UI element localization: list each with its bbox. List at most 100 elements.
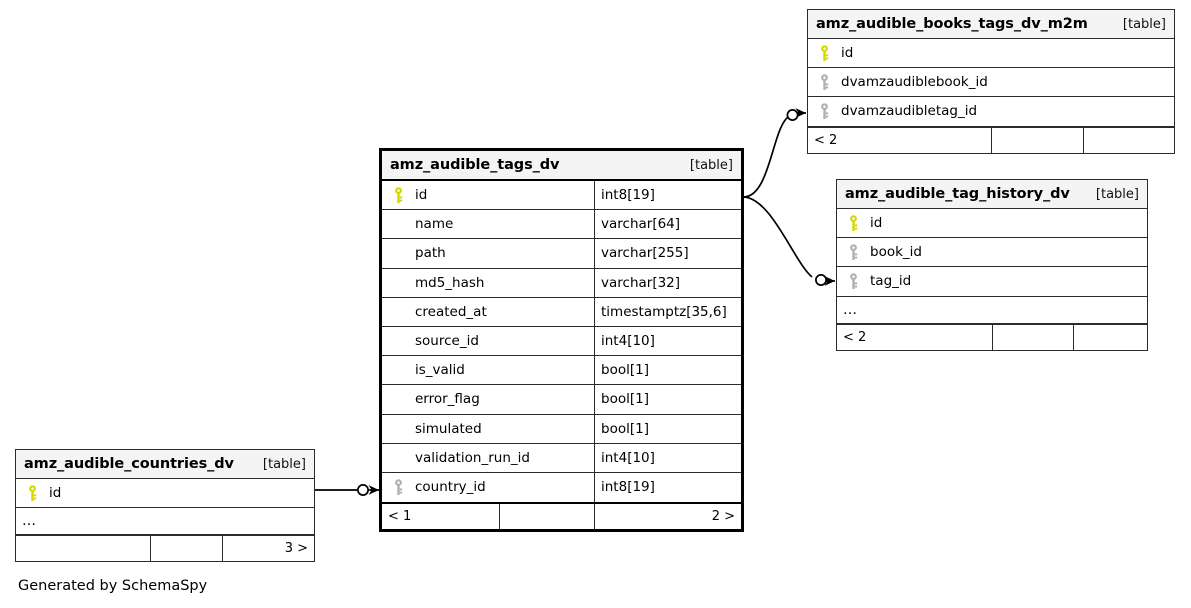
foreign-key-icon [389, 479, 407, 496]
table-amz-audible-tag-history-dv[interactable]: amz_audible_tag_history_dv [table] id [836, 179, 1148, 351]
foreign-key-icon [844, 273, 862, 290]
column-name: validation_run_id [415, 449, 530, 466]
primary-key-icon [815, 44, 833, 62]
table-row[interactable]: source_id int4[10] [382, 326, 741, 357]
table-amz-audible-books-tags-dv-m2m[interactable]: amz_audible_books_tags_dv_m2m [table] id [807, 9, 1175, 154]
primary-key-icon [23, 484, 41, 502]
primary-key-icon [844, 214, 862, 232]
table-name: amz_audible_tags_dv [390, 157, 560, 173]
table-type-tag: [table] [262, 456, 306, 472]
column-type: int4[10] [594, 326, 741, 356]
table-header: amz_audible_countries_dv [table] [16, 450, 314, 479]
footer-cell-right[interactable]: 2 > [594, 504, 741, 530]
column-name: created_at [415, 303, 487, 320]
primary-key-icon [389, 186, 407, 204]
column-name: id [870, 215, 883, 232]
table-amz-audible-countries-dv[interactable]: amz_audible_countries_dv [table] id … [15, 449, 315, 563]
column-name: dvamzaudibletag_id [841, 103, 978, 120]
table-type-tag: [table] [689, 157, 733, 173]
column-type: timestamptz[35,6] [594, 297, 741, 326]
table-name: amz_audible_tag_history_dv [845, 186, 1070, 202]
column-name: id [49, 485, 62, 502]
edge-tags-to-books-tags-m2m [743, 108, 806, 198]
table-row[interactable]: simulated bool[1] [382, 414, 741, 444]
more-columns-ellipsis: … [837, 297, 1147, 324]
table-row[interactable]: id int8[19] [382, 181, 741, 211]
column-cell: error_flag [382, 385, 594, 413]
column-cell: id [16, 479, 314, 507]
footer-cell-left[interactable]: < 2 [843, 329, 867, 345]
column-name: source_id [415, 333, 479, 350]
column-cell: id [808, 39, 1174, 67]
footer-cell-right [1082, 127, 1175, 153]
table-row[interactable]: path varchar[255] [382, 239, 741, 269]
column-cell: created_at [382, 298, 594, 326]
table-row[interactable]: id [837, 209, 1147, 239]
column-type: int8[19] [594, 472, 741, 503]
column-type: int4[10] [594, 443, 741, 472]
foreign-key-icon [844, 243, 862, 261]
table-row[interactable]: tag_id [837, 267, 1147, 297]
table-amz-audible-tags-dv[interactable]: amz_audible_tags_dv [table] id int8[19] [379, 148, 744, 533]
footer-cell-middle [150, 536, 222, 562]
column-type: int8[19] [594, 181, 741, 210]
foreign-key-icon [815, 103, 833, 120]
column-name: book_id [870, 244, 922, 261]
column-cell: dvamzaudiblebook_id [808, 68, 1174, 96]
footer-cell-left[interactable]: < 2 [814, 132, 838, 148]
column-cell: path [382, 239, 594, 267]
column-cell: country_id [382, 473, 594, 502]
column-cell: name [382, 210, 594, 238]
table-footer: < 2 [837, 323, 1147, 350]
footer-cell-middle [992, 324, 1073, 350]
table-name: amz_audible_countries_dv [24, 456, 234, 472]
column-name: path [415, 245, 446, 262]
column-cell: tag_id [837, 267, 1147, 295]
table-row[interactable]: error_flag bool[1] [382, 385, 741, 415]
table-row[interactable]: validation_run_id int4[10] [382, 443, 741, 473]
column-type: varchar[255] [594, 239, 741, 268]
column-type: bool[1] [594, 385, 741, 414]
table-footer: < 1 2 > [382, 502, 741, 530]
column-type: varchar[64] [594, 210, 741, 239]
column-name: country_id [415, 479, 486, 496]
footer-cell-left [16, 536, 150, 561]
table-footer: 3 > [16, 535, 314, 562]
column-cell: validation_run_id [382, 444, 594, 472]
column-type: varchar[32] [594, 268, 741, 297]
table-name: amz_audible_books_tags_dv_m2m [816, 16, 1088, 32]
table-row[interactable]: created_at timestamptz[35,6] [382, 297, 741, 327]
column-cell: id [837, 209, 1147, 237]
column-name: tag_id [870, 273, 912, 290]
table-row[interactable]: country_id int8[19] [382, 472, 741, 503]
generated-by-caption: Generated by SchemaSpy [18, 578, 208, 594]
table-row[interactable]: name varchar[64] [382, 210, 741, 240]
column-name: is_valid [415, 362, 465, 379]
table-row[interactable]: is_valid bool[1] [382, 356, 741, 386]
footer-cell-middle [991, 127, 1083, 153]
column-cell: book_id [837, 238, 1147, 266]
column-name: dvamzaudiblebook_id [841, 74, 988, 91]
column-name: error_flag [415, 391, 480, 408]
foreign-key-icon [815, 73, 833, 91]
column-cell: id [382, 181, 594, 209]
edge-tags-to-tag-history [743, 196, 835, 286]
table-type-tag: [table] [1122, 16, 1166, 32]
column-name: md5_hash [415, 274, 485, 291]
table-row[interactable]: dvamzaudibletag_id [808, 97, 1174, 127]
table-row[interactable]: id [808, 39, 1174, 69]
more-columns-ellipsis: … [16, 508, 314, 536]
column-cell: source_id [382, 327, 594, 355]
column-cell: is_valid [382, 356, 594, 384]
table-row[interactable]: book_id [837, 238, 1147, 268]
table-row[interactable]: md5_hash varchar[32] [382, 268, 741, 298]
footer-cell-right[interactable]: 3 > [221, 536, 314, 562]
table-row[interactable]: id [16, 479, 314, 509]
footer-cell-middle [499, 504, 594, 530]
edge-countries-to-tags [315, 484, 379, 496]
table-row[interactable]: dvamzaudiblebook_id [808, 68, 1174, 98]
footer-cell-left[interactable]: < 1 [388, 509, 412, 525]
column-cell: md5_hash [382, 269, 594, 297]
table-header: amz_audible_tags_dv [table] [382, 151, 741, 181]
